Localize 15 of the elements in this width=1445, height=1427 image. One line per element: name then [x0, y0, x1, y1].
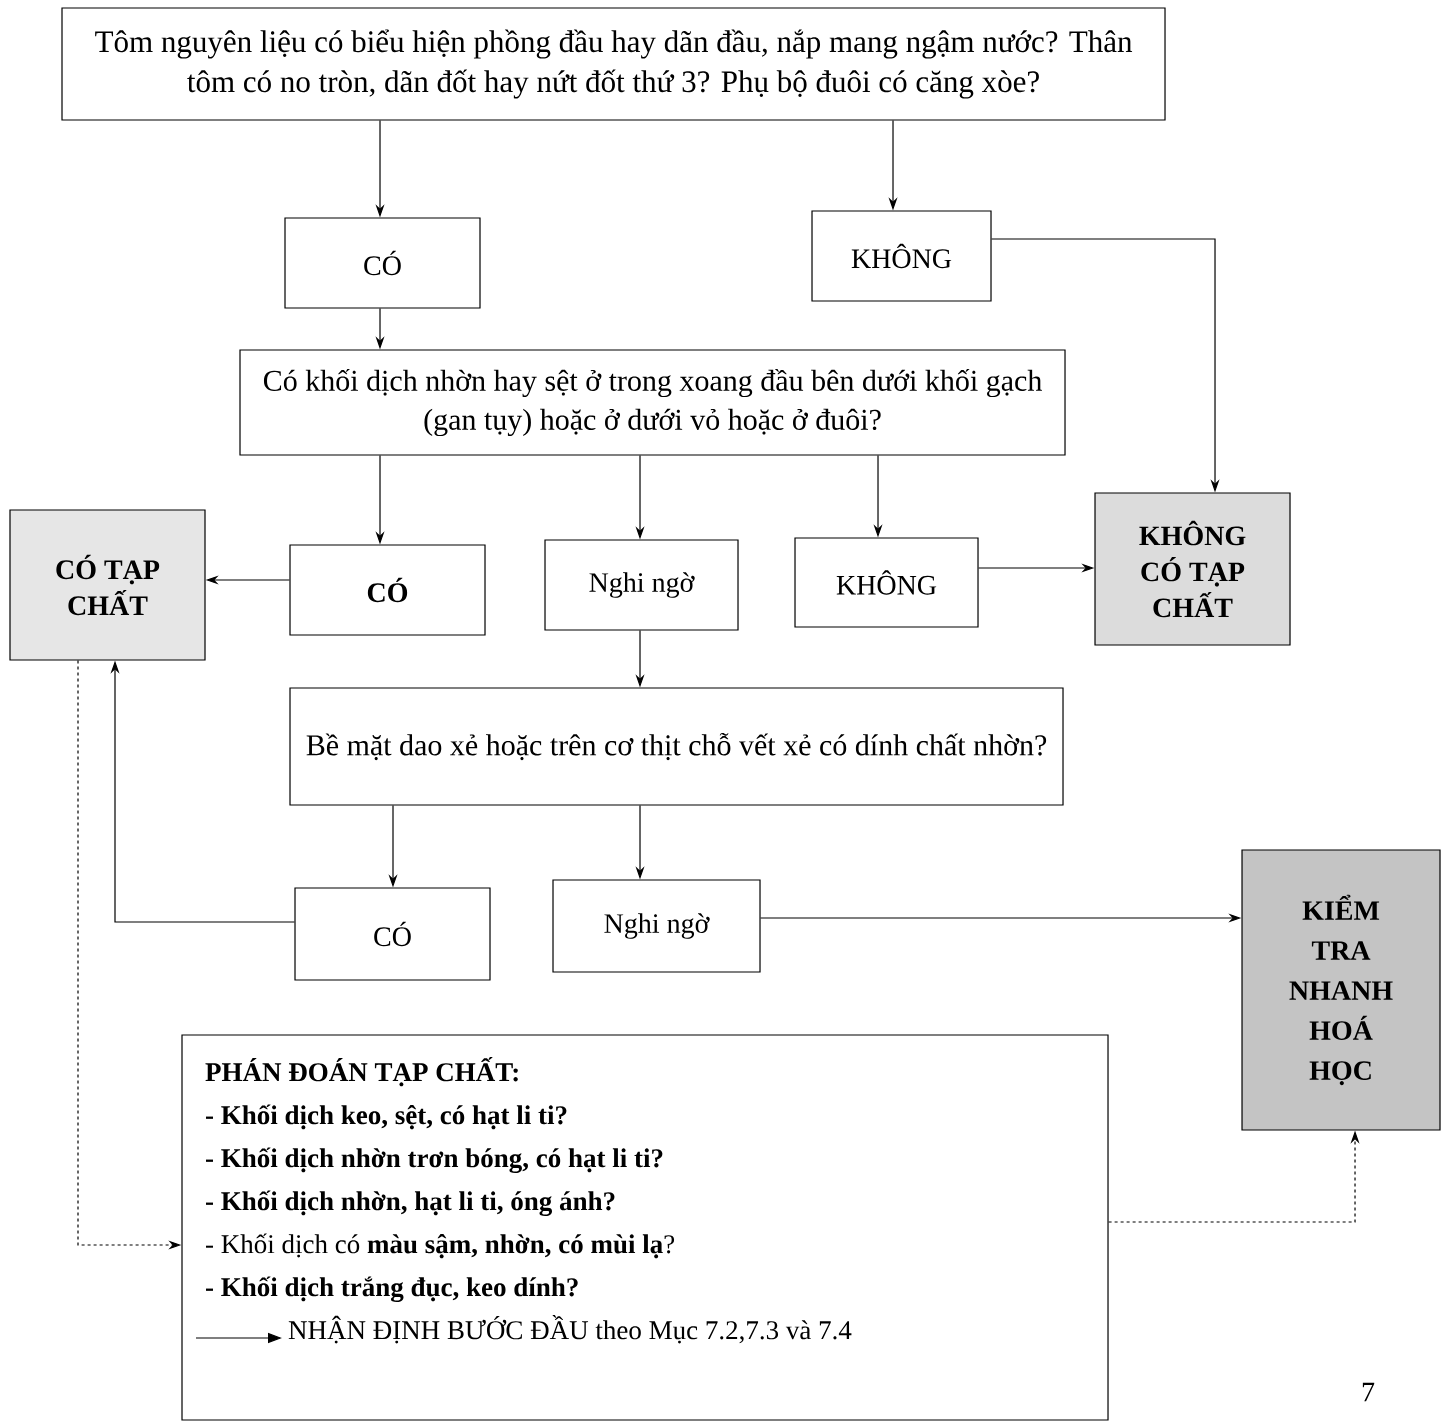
page-number: 7: [1362, 1382, 1375, 1402]
answer-box: CÓ: [284, 217, 481, 309]
answer-box: Nghi ngờ: [544, 539, 739, 631]
question-box: Bề mặt dao xẻ hoặc trên cơ thịt chỗ vết xẻ có dính chất nhờn?: [289, 687, 1064, 806]
conclusion-box: PHÁN ĐOÁN TẠP CHẤT: - Khối dịch keo, sệt, có hạt li ti? - Khối dịch nhờn trơn bóng, có hạt li ti? - Khối dịch nhờn, hạt li ti, óng ánh? - Khối dịch có màu sậm, nhờn, có mùi lạ? - Khối dịch trắng đục, keo dính? NHẬN ĐỊNH BƯỚC ĐẦU theo Mục 7.2,7.3 và 7.4: [181, 1034, 1109, 1421]
answer-box: KHÔNG: [811, 210, 992, 302]
question-box: Tôm nguyên liệu có biểu hiện phồng đầu hay dãn đầu, nắp mang ngậm nước? Thân tôm có no tròn, dãn đốt hay nứt đốt thứ 3? Phụ bộ đuôi có căng xòe?: [61, 7, 1166, 121]
result-box: CÓ TẠP CHẤT: [9, 509, 206, 661]
answer-box: CÓ: [289, 544, 486, 636]
question-box: Có khối dịch nhờn hay sệt ở trong xoang đầu bên dưới khối gạch (gan tụy) hoặc ở dưới vỏ hoặc ở đuôi?: [239, 349, 1066, 456]
answer-box: CÓ: [294, 887, 491, 981]
answer-box: KHÔNG: [794, 537, 979, 628]
result-box: KHÔNG CÓ TẠP CHẤT: [1094, 492, 1291, 646]
action-box: KIỂM TRA NHANH HOÁ HỌC: [1241, 849, 1441, 1131]
answer-box: Nghi ngờ: [552, 879, 761, 973]
